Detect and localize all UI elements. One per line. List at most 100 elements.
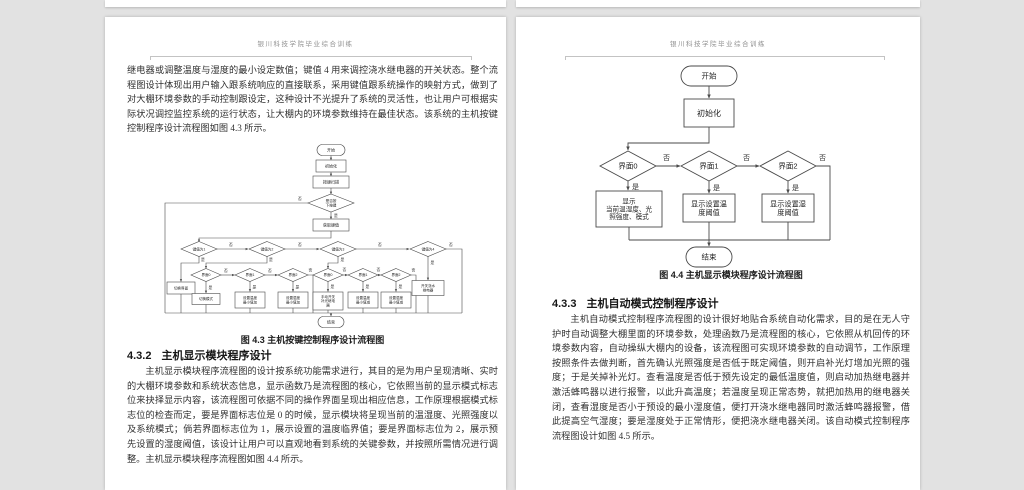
node-label: 界面1 [246,272,255,277]
edge-label: 是 [209,285,213,290]
flow-node-diamond [234,268,266,282]
flow-edge [164,202,308,313]
flow-node-oval [680,65,738,87]
section-number: 4.3.2 [127,350,152,362]
node-label: 设置温度最小值加 [243,295,257,304]
edge-label: 是 [331,284,335,289]
node-label: 按键扫描 [323,178,339,184]
flow-edge [204,256,268,269]
flow-edge [197,231,332,243]
edge-label: 否 [309,269,313,273]
flow-edge [816,165,831,240]
edge-label: 否 [298,197,302,201]
paragraph-display-module[interactable]: 主机显示模块程序流程图的设计按系统功能需求进行，其目的是为用户呈现清晰、实时的大… [127,366,498,464]
edge-label: 否 [819,154,826,162]
node-label: 界面0 [202,272,211,277]
flow-node-diamond [277,268,309,282]
node-label: 切换界面 [174,285,189,290]
flow-node-rect [166,281,196,295]
edge-label: 否 [377,268,381,272]
node-label: 键值为2 [261,246,274,251]
flow-node-oval [685,246,733,268]
node-label: 界面2 [778,162,797,171]
edge-label: 否 [343,268,347,272]
flow-node-diamond [248,241,286,257]
flow-node-rect [411,280,445,296]
header-text: 银川科技学院毕业综合训练 [670,41,766,48]
node-label: 键值为1 [193,246,206,251]
node-label: 获取键值 [323,221,339,227]
node-label: 界面1 [359,272,368,277]
flow-node-diamond [347,268,379,282]
figure-caption-4-4[interactable]: 图 4.4 主机显示模块程序设计流程图 [659,270,803,280]
node-label: 界面2 [289,272,298,277]
flow-node-diamond [380,268,412,282]
flow-edge [411,274,417,313]
flow-edge [446,248,463,313]
section-title: 主机显示模块程序设计 [161,350,272,362]
node-label: 结束 [702,252,717,262]
flow-node-rect [315,159,347,173]
node-label: 开关浇水继电器 [421,283,435,292]
flow-node-rect [761,193,815,223]
edge-label: 否 [298,243,302,247]
section-heading-4-3-2[interactable]: 4.3.2 主机显示模块程序设计 [127,347,271,363]
node-label: 显示设置湿度阈值 [770,199,806,216]
paragraph-auto-mode[interactable]: 主机自动模式控制程序流程图的设计很好地贴合系统自动化需求，目的是在无人守护时自动… [552,314,910,441]
flow-node-diamond [307,193,355,213]
node-label: 界面2 [392,272,401,277]
node-label: 显示当前温湿度、光照强度、模式 [606,198,653,222]
flow-edge [326,256,339,269]
edge-label: 否 [378,243,382,247]
edge-label: 是 [341,257,345,262]
flow-node-diamond [409,241,447,257]
flow-node-diamond [190,268,222,282]
document-page-left[interactable]: 银川科技学院毕业综合训练 继电器或调整温度与湿度的最小设定数值；键值 4 用来调… [105,17,506,490]
flow-node-diamond [599,150,657,182]
flow-node-diamond [319,241,357,257]
header-rule [565,53,885,60]
flow-edge [626,127,710,151]
flow-node-diamond [312,268,344,282]
edge-label: 是 [632,183,639,191]
node-label: 设置温度最小值减 [356,295,370,304]
edge-label: 是 [713,184,720,192]
paragraph-key-control[interactable]: 继电器或调整温度与湿度的最小设定数值；键值 4 用来调控浇水继电器的开关状态。整… [127,65,498,134]
flow-node-rect [312,218,350,232]
flow-node-rect [347,291,379,309]
node-label: 界面1 [699,162,718,171]
node-label: 显示设置温度阈值 [691,199,727,216]
flow-node-rect [380,291,412,309]
edge-label: 是 [253,285,257,290]
node-label: 切换模式 [199,296,213,301]
node-label: 初始化 [325,162,337,168]
node-label: 开始 [702,71,717,81]
edge-label: 是 [431,260,435,265]
flow-node-diamond [759,150,817,182]
edge-label: 是 [399,284,403,289]
node-label: 是否按下按键 [326,198,337,207]
edge-label: 是 [334,213,338,218]
edge-label: 否 [268,269,272,273]
node-label: 键值为3 [332,246,345,251]
edge-label: 否 [663,154,670,162]
page-header-right: 银川科技学院毕业综合训练 [516,38,920,48]
flow-node-oval [316,144,346,156]
edge-label: 是 [366,284,370,289]
flowchart-fig-4-3[interactable]: 否是否否否否是是否否否是是是是否否否是是是是开始初始化按键扫描是否按下按键获取键… [150,142,480,334]
section-number: 4.3.3 [552,298,577,310]
edge-label: 是 [296,285,300,290]
node-label: 设置湿度最小值减 [389,295,403,304]
edge-label: 否 [449,243,453,247]
flow-node-rect [191,293,221,305]
header-text: 银川科技学院毕业综合训练 [257,41,354,48]
figure-caption-4-3[interactable]: 图 4.3 主机按键控制程序设计流程图 [240,335,385,345]
flow-node-rect [683,98,735,128]
node-label: 结束 [327,318,335,324]
edge-label: 否 [224,269,228,273]
node-label: 界面0 [324,272,333,277]
